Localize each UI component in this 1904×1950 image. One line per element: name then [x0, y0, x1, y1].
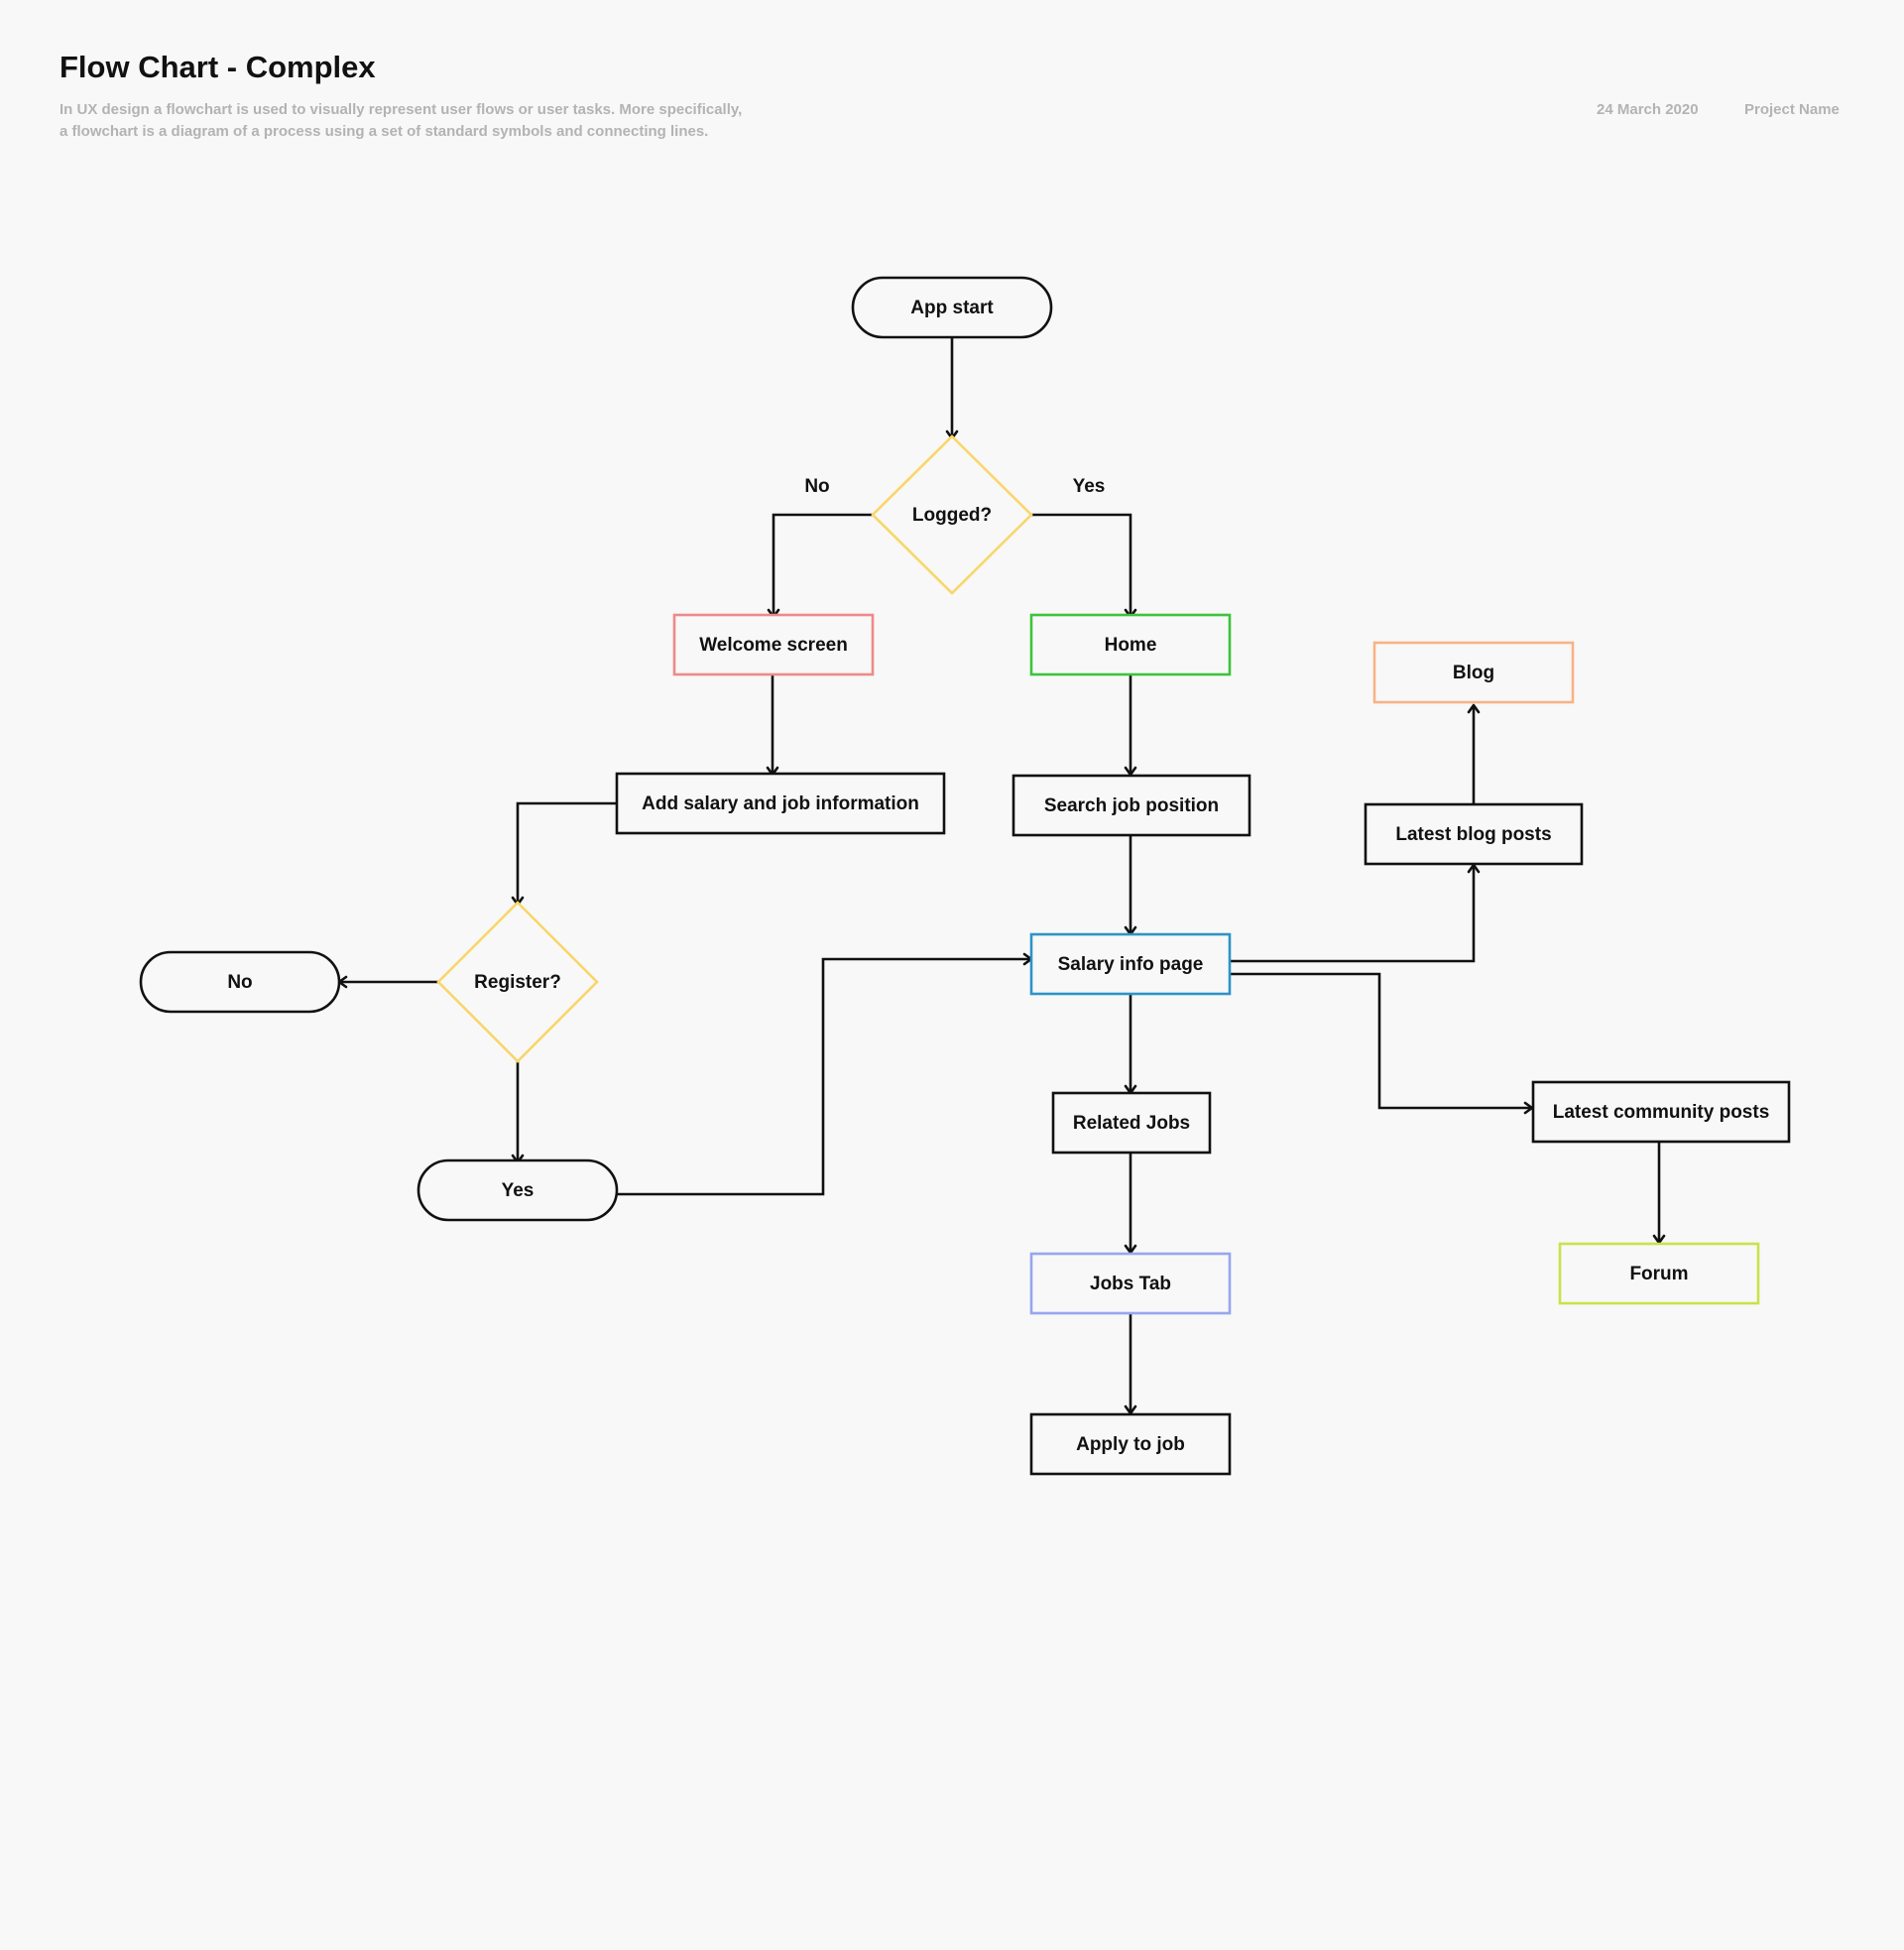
process-box	[1029, 932, 1232, 996]
node-yes-terminal: Yes	[416, 1158, 619, 1222]
node-label: Related Jobs	[1073, 1113, 1190, 1134]
process-box	[1012, 774, 1251, 837]
node-label: Latest community posts	[1553, 1102, 1770, 1123]
description-line-1: In UX design a flowchart is used to visu…	[60, 101, 743, 118]
process-box	[1029, 613, 1232, 676]
page-title: Flow Chart - Complex	[60, 50, 376, 84]
node-label: Add salary and job information	[642, 793, 919, 814]
node-label: App start	[910, 298, 994, 318]
node-search-job: Search job position	[1012, 774, 1251, 837]
node-add-salary: Add salary and job information	[615, 772, 946, 835]
terminal-shape	[851, 276, 1053, 339]
node-label: Welcome screen	[699, 635, 848, 656]
node-label: Search job position	[1044, 795, 1219, 816]
page-description: In UX design a flowchart is used to visu…	[60, 99, 813, 143]
process-box	[615, 772, 946, 835]
project-name: Project Name	[1744, 101, 1840, 118]
node-latest-blog: Latest blog posts	[1364, 802, 1584, 866]
node-jobs-tab: Jobs Tab	[1029, 1252, 1232, 1315]
process-box	[1364, 802, 1584, 866]
edge-add-salary-to-register	[511, 801, 617, 907]
node-label: Yes	[502, 1180, 535, 1201]
node-label: Register?	[474, 972, 561, 993]
description-line-2: a flowchart is a diagram of a process us…	[60, 123, 709, 140]
node-no-terminal: No	[139, 950, 341, 1014]
process-box	[1558, 1242, 1760, 1305]
edge-label-no: No	[804, 476, 829, 497]
node-label: Home	[1105, 635, 1157, 656]
process-box	[1372, 641, 1575, 704]
node-label: Logged?	[912, 505, 992, 526]
process-box	[1531, 1080, 1791, 1144]
node-forum: Forum	[1558, 1242, 1760, 1305]
edge-logged-no-to-welcome	[767, 513, 873, 619]
decision-shape	[871, 434, 1033, 595]
node-label: Latest blog posts	[1395, 824, 1551, 845]
edge-logged-yes-to-home	[1031, 513, 1137, 619]
edge-salary-to-community	[1230, 972, 1534, 1115]
node-related-jobs: Related Jobs	[1051, 1091, 1212, 1155]
edge-yes-to-salary-info	[617, 952, 1033, 1196]
node-label: Salary info page	[1058, 954, 1204, 975]
node-label: Apply to job	[1076, 1434, 1185, 1455]
terminal-shape	[139, 950, 341, 1014]
node-salary-info: Salary info page	[1029, 932, 1232, 996]
process-box	[672, 613, 875, 676]
node-app-start: App start	[851, 276, 1053, 339]
terminal-shape	[416, 1158, 619, 1222]
node-label: Forum	[1629, 1264, 1688, 1284]
node-latest-community: Latest community posts	[1531, 1080, 1791, 1144]
node-logged-decision: Logged?	[871, 434, 1033, 595]
node-register-decision: Register?	[436, 901, 599, 1063]
node-blog: Blog	[1372, 641, 1575, 704]
node-label: Blog	[1453, 663, 1494, 683]
edge-salary-to-latest-blog	[1230, 863, 1481, 963]
node-welcome-screen: Welcome screen	[672, 613, 875, 676]
node-label: Jobs Tab	[1090, 1274, 1171, 1294]
process-box	[1051, 1091, 1212, 1155]
process-box	[1029, 1252, 1232, 1315]
node-label: No	[227, 972, 252, 993]
date-label: 24 March 2020	[1597, 101, 1699, 118]
node-home: Home	[1029, 613, 1232, 676]
node-apply: Apply to job	[1029, 1412, 1232, 1476]
process-box	[1029, 1412, 1232, 1476]
decision-shape	[436, 901, 599, 1063]
edge-label-yes: Yes	[1073, 476, 1106, 497]
connectors	[337, 336, 1666, 1415]
